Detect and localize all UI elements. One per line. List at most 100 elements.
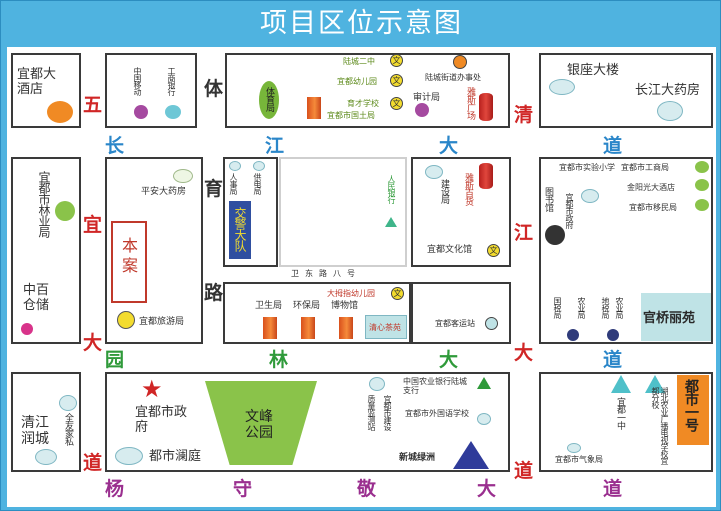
mobile-marker <box>134 105 148 119</box>
place-dishui2: 农业局 <box>615 297 624 318</box>
place-storage: 中百仓储 <box>23 283 50 313</box>
road-label-qing: 清 <box>514 104 534 126</box>
road-label-lin: 林 <box>269 349 289 371</box>
road-label-da1: 大 <box>439 135 459 157</box>
place-people: 人事局 <box>229 173 238 194</box>
road-label-dao3: 道 <box>83 452 103 474</box>
place-immig: 宜都市移民局 <box>629 203 677 212</box>
road-label-wu: 五 <box>83 94 103 116</box>
place-pharmacy: 平安大药房 <box>141 187 187 197</box>
road-label-jiang2: 江 <box>514 222 534 244</box>
road-label-da3: 大 <box>514 342 534 364</box>
place-culture: 宜都文化馆 <box>427 245 473 255</box>
block-bank-center <box>279 157 407 267</box>
place-shiyan: 宜都市实验小学 <box>559 163 615 172</box>
place-kindergarten: 宜都幼儿园 <box>337 77 377 86</box>
place-icbc: 工商银行 <box>167 67 176 95</box>
road-label-yu: 育 <box>204 178 224 200</box>
land-bureau-building <box>307 97 321 119</box>
library-marker <box>545 225 565 245</box>
place-xincheng: 新城绿洲 <box>399 453 436 463</box>
place-weather: 宜都市气象局 <box>555 455 603 464</box>
guanqiao-building <box>641 293 711 341</box>
hotel-marker <box>47 101 73 123</box>
place-hubei: 湖北农业广播电视学校宜都分校 <box>651 387 669 464</box>
place-abc: 中国农业银行陆城支行 <box>403 377 467 395</box>
road-label-chang: 长 <box>105 135 125 157</box>
quality-marker <box>369 377 385 391</box>
immig-marker <box>695 199 709 211</box>
agri-marker <box>607 329 619 341</box>
block-bank <box>105 53 197 128</box>
place-kinder-big: 大拇指幼儿园 <box>327 289 375 298</box>
place-forestry: 宜都市林业局 <box>37 171 51 237</box>
block-forestry <box>11 157 81 344</box>
road-label-da4: 大 <box>439 349 459 371</box>
bus-icon <box>485 317 498 330</box>
place-jinyang: 金阳光大酒店 <box>627 183 675 192</box>
museum-building <box>339 317 353 339</box>
place-wenfeng: 文峰公园 <box>245 409 273 441</box>
road-label-dao5: 道 <box>603 478 623 500</box>
place-museum: 博物馆 <box>331 301 359 311</box>
weather-marker <box>567 443 581 453</box>
waiguoyu-marker <box>477 413 491 425</box>
place-guanqiao: 官桥丽苑 <box>643 311 696 326</box>
block-hotel <box>11 53 81 128</box>
place-jianshe-lib: 宜都市政府 <box>565 193 574 228</box>
place-luchen-school: 陆城二中 <box>343 57 375 66</box>
star-icon: ★ <box>141 375 163 403</box>
road-label-lu: 路 <box>204 282 224 304</box>
gov-marker <box>115 447 143 465</box>
pharmacy-marker <box>173 169 193 183</box>
abc-marker <box>477 377 491 389</box>
health-building <box>263 317 277 339</box>
police-building <box>229 201 251 259</box>
place-constr: 建设局 <box>439 179 449 203</box>
plaza-building <box>479 93 493 121</box>
hubei-marker <box>645 375 665 393</box>
place-waiguoyu: 宜都市外国语学校 <box>405 409 469 418</box>
road-label-da2: 大 <box>83 332 103 354</box>
icbc-ind-marker <box>695 161 709 173</box>
place-hotel: 宜都大酒店 <box>17 67 57 97</box>
road-label-yi: 宜 <box>83 214 103 236</box>
place-qingxin: 清心茶苑 <box>369 323 401 332</box>
road-label-dao1: 道 <box>603 135 623 157</box>
place-yuanting: 都市澜庭 <box>149 449 202 464</box>
place-changjiang: 长江大药房 <box>635 83 701 98</box>
place-audit: 审计局 <box>413 93 441 103</box>
road-label-jing: 敬 <box>357 478 377 500</box>
place-stadium: 体育局 <box>264 87 274 111</box>
map-area: 五 长 江 大 道 清 宜 江 大 大 体 育 路 园 林 大 道 道 道 杨 … <box>7 47 716 507</box>
xincheng-marker <box>453 441 489 469</box>
road-label-yang: 杨 <box>105 478 125 500</box>
place-office: 陆城街道办事处 <box>425 73 481 82</box>
stadium-marker <box>259 81 279 119</box>
place-police: 交警大队 <box>233 207 247 251</box>
place-yidu-no1: 都市一号 <box>683 379 699 431</box>
icbc-marker <box>165 105 181 119</box>
env-building <box>301 317 315 339</box>
place-dishui: 地税局 <box>601 297 610 318</box>
road-label-ti: 体 <box>204 78 224 100</box>
place-tax: 国税局 <box>553 297 562 318</box>
road-label-dao4: 道 <box>514 460 534 482</box>
road-label-jiang: 江 <box>265 135 285 157</box>
edu-icon: 文 <box>390 74 403 87</box>
edu-icon: 文 <box>390 97 403 110</box>
silver-marker <box>549 79 575 95</box>
place-quality: 质量监测站 <box>367 395 376 430</box>
road-label-dao2: 道 <box>603 349 623 371</box>
place-project: 本案 <box>119 237 138 277</box>
shiyan-marker <box>581 189 599 203</box>
jinyang-marker <box>695 179 709 191</box>
map-title: 项目区位示意图 <box>260 8 463 39</box>
place-yucai: 育才学校 <box>347 99 379 108</box>
place-icbc-ind: 宜都市工商局 <box>621 163 669 172</box>
place-transport: 宜都客运站 <box>435 319 475 328</box>
road-label-da5: 大 <box>477 478 497 500</box>
place-mobile: 中国移动 <box>133 67 142 95</box>
qingjiang-marker <box>35 449 57 465</box>
